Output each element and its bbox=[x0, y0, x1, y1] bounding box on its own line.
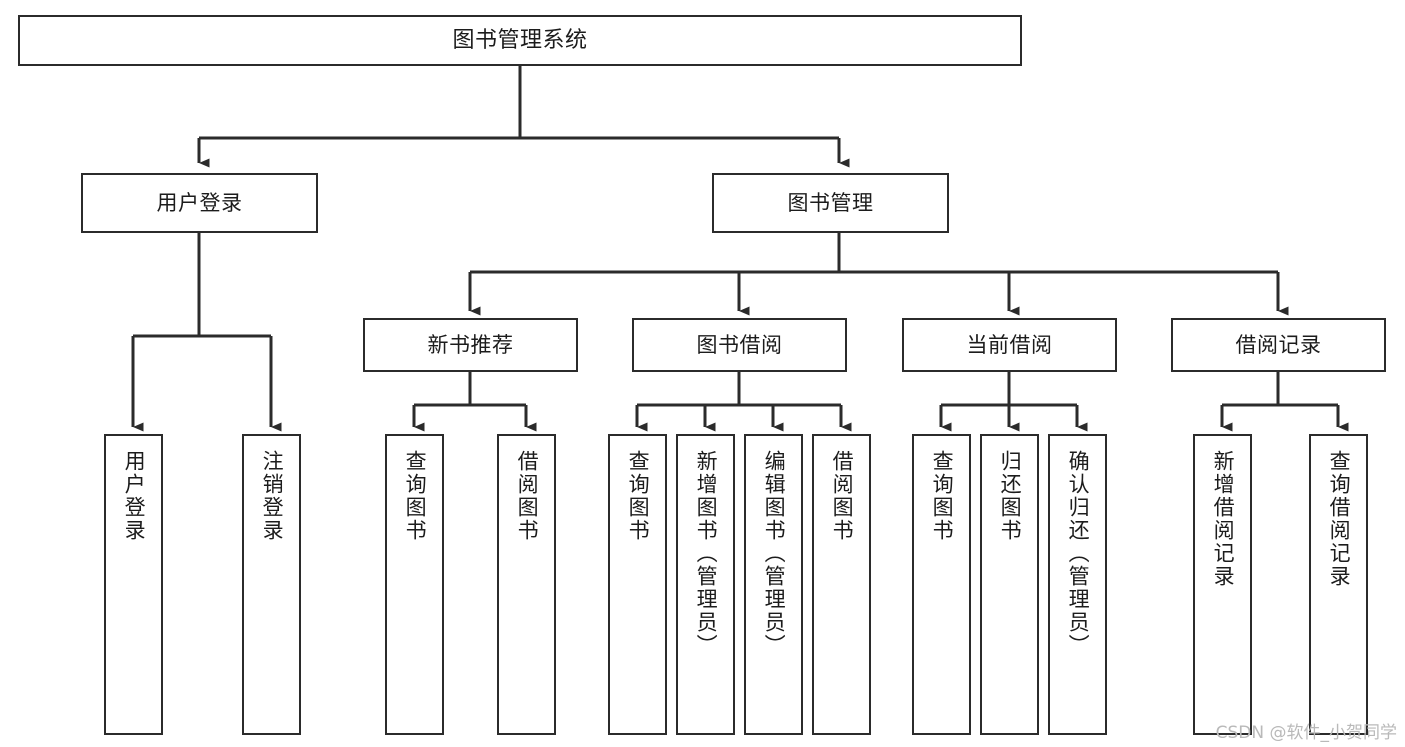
node-label: 图书管理系统 bbox=[452, 27, 588, 53]
node-leaf-search-books-borrowing[interactable]: 查询图书 bbox=[608, 434, 667, 735]
node-label: 编辑图书（管理员） bbox=[762, 450, 787, 657]
node-label: 确认归还（管理员） bbox=[1066, 450, 1091, 657]
node-label: 查询借阅记录 bbox=[1327, 450, 1352, 588]
node-label: 查询图书 bbox=[626, 450, 651, 542]
node-current-borrowing[interactable]: 当前借阅 bbox=[902, 318, 1117, 372]
watermark-text: CSDN @软件_小贺同学 bbox=[1215, 723, 1397, 743]
node-leaf-add-book-admin[interactable]: 新增图书（管理员） bbox=[676, 434, 735, 735]
node-leaf-logout[interactable]: 注销登录 bbox=[242, 434, 301, 735]
node-leaf-search-books-current[interactable]: 查询图书 bbox=[912, 434, 971, 735]
node-leaf-borrow-books-borrowing[interactable]: 借阅图书 bbox=[812, 434, 871, 735]
node-user-login[interactable]: 用户登录 bbox=[81, 173, 318, 233]
node-leaf-search-borrow-record[interactable]: 查询借阅记录 bbox=[1309, 434, 1368, 735]
node-label: 图书借阅 bbox=[696, 332, 783, 357]
node-label: 当前借阅 bbox=[966, 332, 1053, 357]
node-book-management[interactable]: 图书管理 bbox=[712, 173, 949, 233]
node-label: 注销登录 bbox=[260, 450, 285, 542]
node-label: 借阅记录 bbox=[1235, 332, 1322, 357]
node-book-borrowing[interactable]: 图书借阅 bbox=[632, 318, 847, 372]
node-label: 查询图书 bbox=[403, 450, 428, 542]
node-leaf-user-login[interactable]: 用户登录 bbox=[104, 434, 163, 735]
node-label: 新增图书（管理员） bbox=[694, 450, 719, 657]
node-new-book-recommendation[interactable]: 新书推荐 bbox=[363, 318, 578, 372]
node-label: 用户登录 bbox=[156, 190, 243, 215]
node-leaf-return-books[interactable]: 归还图书 bbox=[980, 434, 1039, 735]
node-root-book-management-system[interactable]: 图书管理系统 bbox=[18, 15, 1022, 66]
node-leaf-edit-book-admin[interactable]: 编辑图书（管理员） bbox=[744, 434, 803, 735]
node-leaf-search-books-newbooks[interactable]: 查询图书 bbox=[385, 434, 444, 735]
node-borrowing-records[interactable]: 借阅记录 bbox=[1171, 318, 1386, 372]
node-label: 借阅图书 bbox=[515, 450, 540, 542]
node-label: 图书管理 bbox=[787, 190, 874, 215]
node-label: 用户登录 bbox=[122, 450, 147, 542]
node-label: 新书推荐 bbox=[427, 332, 514, 357]
node-leaf-add-borrow-record[interactable]: 新增借阅记录 bbox=[1193, 434, 1252, 735]
node-label: 归还图书 bbox=[998, 450, 1023, 542]
node-label: 查询图书 bbox=[930, 450, 955, 542]
node-leaf-confirm-return-admin[interactable]: 确认归还（管理员） bbox=[1048, 434, 1107, 735]
node-label: 借阅图书 bbox=[830, 450, 855, 542]
node-label: 新增借阅记录 bbox=[1211, 450, 1236, 588]
node-leaf-borrow-books-newbooks[interactable]: 借阅图书 bbox=[497, 434, 556, 735]
